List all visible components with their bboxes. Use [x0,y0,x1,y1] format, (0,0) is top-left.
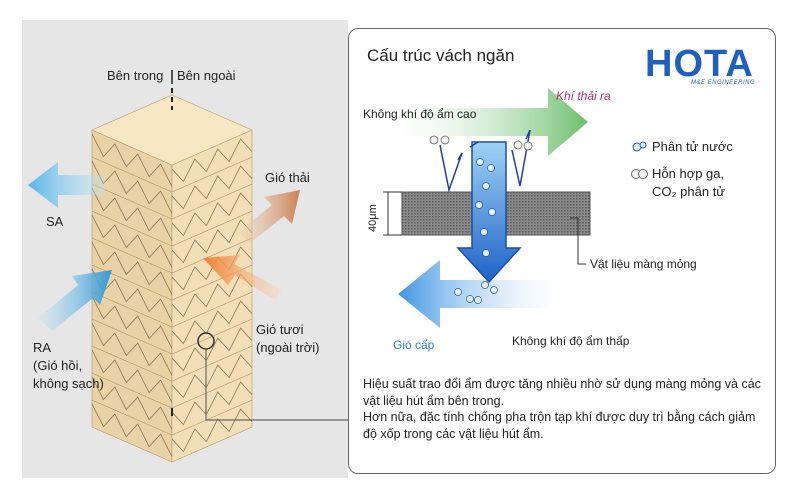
outside-label: Bên ngoài [177,68,236,83]
water-molecule [474,296,482,304]
ra-label: RA [33,340,52,355]
stack-layer [91,237,253,301]
water-molecule [487,164,495,172]
exhaust-arrow [238,190,300,243]
zoom-connector-line [205,349,348,421]
legend-gas-icon [631,169,648,179]
legend-water-label: Phân tử nước [652,139,733,154]
fresh-air-arrow [203,255,282,300]
thickness-bracket [383,191,402,236]
exhaust-air-label: Khí thải ra [556,89,611,103]
hota-logo: HOTA M&E ENGINEERING [645,44,770,90]
membrane-pointer-line [570,217,586,265]
sa-arrow [28,162,105,208]
sa-label: SA [46,214,64,229]
low-humidity-label: Không khí độ ẩm thấp [512,334,630,348]
legend-gas-label-line2: CO₂ phân tử [652,184,726,199]
water-molecule [480,228,488,236]
description-paragraph-2: Hơn nữa, đặc tính chống pha trộn tạp khí… [363,410,756,441]
exhaust-label: Gió thải [265,170,310,185]
membrane-material-label: Vật liệu màng mỏng [590,257,697,271]
water-molecule [482,182,490,190]
ra-label-line2: (Gió hồi, [33,358,83,373]
water-molecule [488,208,496,216]
exhaust-green-arrow [395,88,588,156]
description-paragraph-1: Hiệu suất trao đổi ẩm được tăng nhiều nh… [363,377,761,408]
water-molecule [476,158,484,166]
stack-layer [91,94,253,193]
water-molecule [481,281,489,289]
gas-molecule [429,135,439,145]
molecules [429,135,533,304]
logo-text: HOTA [645,43,754,85]
water-molecule [475,201,483,209]
ra-label-line3: không sạch) [33,376,104,391]
gas-molecule [440,135,450,145]
water-molecule [482,249,490,257]
supply-air-label: Gió cấp [393,338,435,352]
legend-water-icon [632,141,647,152]
water-molecule [490,286,498,294]
water-molecule [466,295,474,303]
fresh-air-label-line2: (ngoài trời) [256,340,320,355]
supply-blue-arrow [398,260,560,328]
panel-title: Cấu trúc vách ngăn [367,46,515,65]
stack-layer [91,399,253,463]
water-molecule [454,288,462,296]
gas-molecule [513,140,523,150]
description: Hiệu suất trao đổi ẩm được tăng nhiều nh… [363,376,768,442]
thickness-label: 40μm [367,204,379,232]
legend-gas-label: Hỗn hợp ga, [652,166,725,181]
stack-layer [91,318,253,382]
inside-label: Bên trong [107,68,164,83]
logo-subtitle: M&E ENGINEERING [691,80,756,86]
high-humidity-label: Không khí độ ẩm cao [363,107,477,121]
gas-molecule [523,141,533,151]
stack-layer [91,183,253,247]
fresh-air-label: Gió tươi [256,322,304,337]
ra-arrow [38,270,112,331]
